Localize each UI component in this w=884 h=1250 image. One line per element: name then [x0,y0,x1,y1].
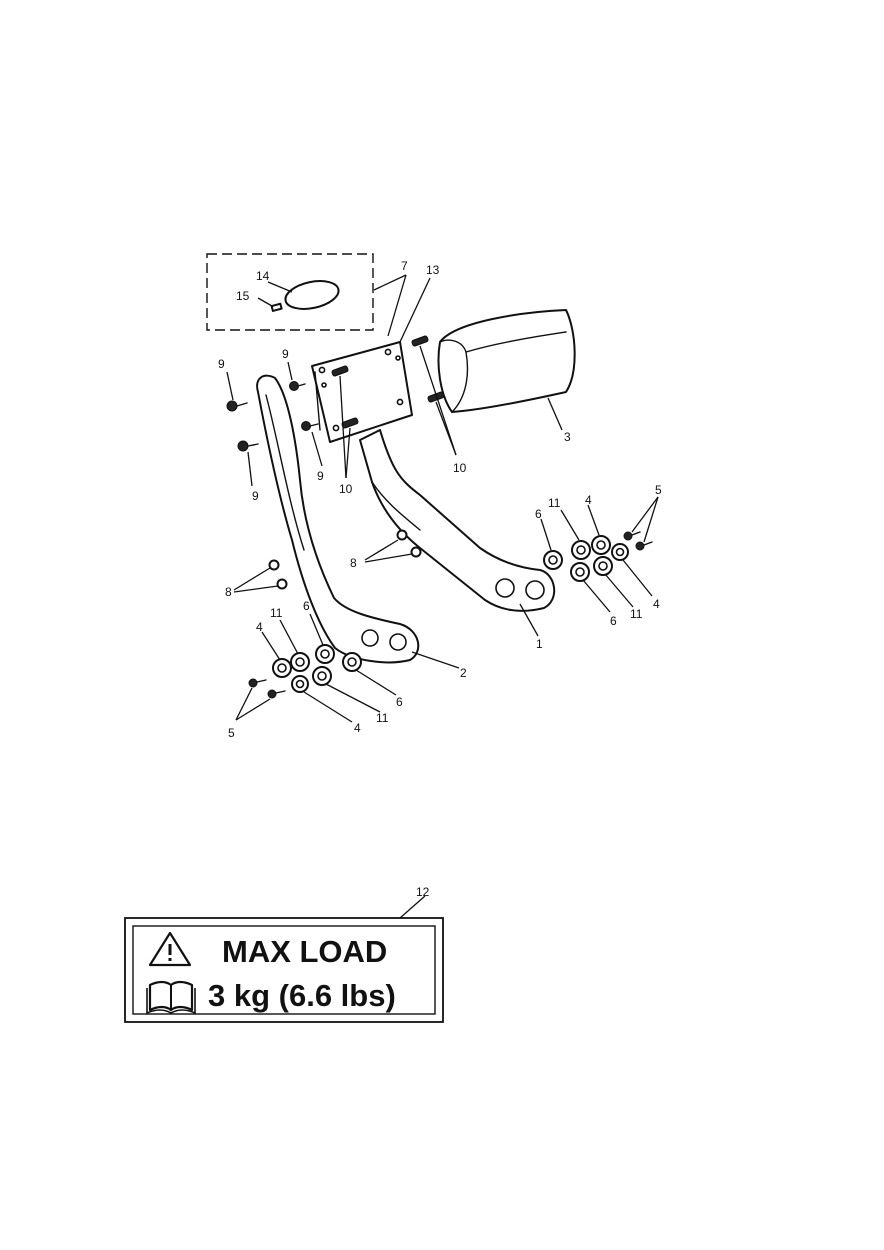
callout-5a: 5 [655,483,662,497]
callout-7: 7 [401,259,408,273]
callout-4a: 4 [585,493,592,507]
callout-6a: 6 [535,507,542,521]
badge-inset [206,253,374,331]
badge-pin [270,302,283,312]
right-support-bracket [359,429,555,612]
decal-max-load-text: MAX LOAD [222,934,387,969]
callout-10b: 10 [339,482,353,496]
bolts-10 [331,335,457,479]
max-load-decal: MAX LOAD 3 kg (6.6 lbs) [124,917,444,1023]
left-hardware-stack [235,613,397,723]
callout-11a: 11 [548,496,561,510]
callout-9d: 9 [317,469,324,483]
badge-plate [284,280,340,310]
callout-14: 14 [256,269,270,283]
backrest-pad [437,309,576,413]
right-hardware-stack [519,496,659,637]
bolts-9 [226,361,323,487]
callout-9b: 9 [252,489,259,503]
callout-11c: 11 [270,606,283,620]
callout-5b: 5 [228,726,235,740]
callout-9a: 9 [218,357,225,371]
callout-6c: 6 [303,599,310,613]
open-book-icon [146,980,196,1015]
callout-8b: 8 [225,585,232,599]
left-support-bracket [256,374,420,664]
mounting-plate [311,341,413,443]
callout-1: 1 [536,637,543,651]
callout-4b: 4 [653,597,660,611]
callout-11d: 11 [376,711,389,725]
warning-triangle-icon [148,931,192,967]
callout-9c: 9 [282,347,289,361]
callout-labels: 1 2 3 4 4 4 4 5 5 6 6 6 6 7 8 8 9 9 9 9 … [218,259,662,899]
callout-6d: 6 [396,695,403,709]
callout-8a: 8 [350,556,357,570]
callout-12: 12 [416,885,430,899]
nuts-8 [233,529,422,593]
callout-2: 2 [460,666,467,680]
decal-capacity-text: 3 kg (6.6 lbs) [208,978,396,1013]
callout-15: 15 [236,289,250,303]
callout-4d: 4 [354,721,361,735]
callout-6b: 6 [610,614,617,628]
callout-4c: 4 [256,620,263,634]
callout-11b: 11 [630,607,643,621]
callout-10a: 10 [453,461,467,475]
callout-13: 13 [426,263,440,277]
callout-3: 3 [564,430,571,444]
